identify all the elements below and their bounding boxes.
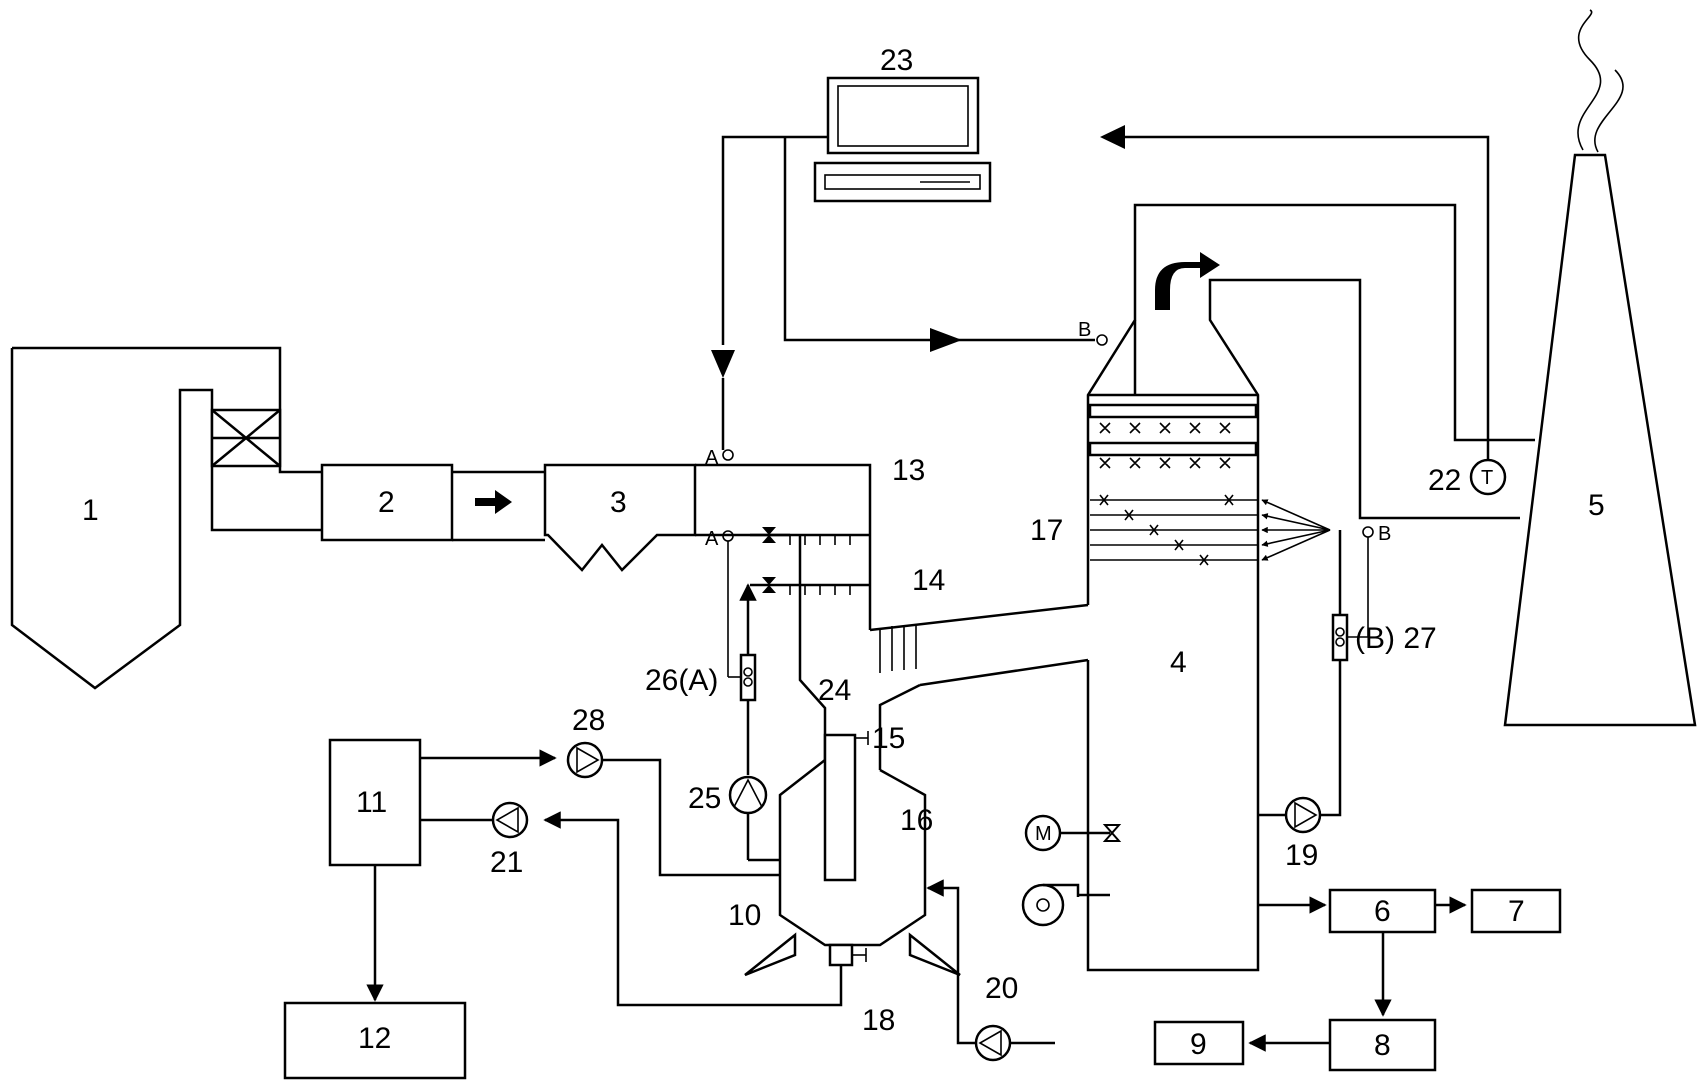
boiler: 1 [10, 346, 322, 690]
pump-20: 20 [974, 972, 1018, 1062]
label-13: 13 [892, 454, 925, 487]
valve-icon [762, 577, 776, 593]
label-15: 15 [872, 722, 905, 755]
signal-arrow-icon [711, 350, 735, 378]
label-7: 7 [1508, 895, 1525, 928]
label-5: 5 [1588, 489, 1605, 522]
pump-21: 21 [490, 801, 529, 879]
label-19: 19 [1285, 839, 1318, 872]
unit-9: 9 [1153, 1020, 1245, 1066]
injection-lances: 13 [750, 454, 925, 595]
label-26: 26(A) [645, 664, 718, 697]
unit-12: 12 [283, 1001, 467, 1080]
computer-icon: 23 [813, 44, 992, 203]
label-28: 28 [572, 704, 605, 737]
pump-19: 19 [1284, 796, 1322, 872]
label-10: 10 [728, 899, 761, 932]
label-2: 2 [378, 486, 395, 519]
spray-header [1261, 499, 1331, 561]
label-8: 8 [1374, 1029, 1391, 1062]
valve-icon [762, 527, 776, 543]
thermometer-22: T 22 [1428, 458, 1507, 497]
label-12: 12 [358, 1022, 391, 1055]
unit-11: 11 [328, 738, 422, 867]
nozzle-bank: 14 [879, 564, 945, 673]
point-a-bottom: A [705, 528, 719, 550]
label-4: 4 [1170, 646, 1187, 679]
signal-arrow-icon [930, 328, 962, 352]
agitator-motor: M [1024, 814, 1122, 852]
label-25: 25 [688, 782, 721, 815]
label-21: 21 [490, 846, 523, 879]
label-17: 17 [1030, 514, 1063, 547]
unit-7: 7 [1470, 888, 1562, 934]
label-3: 3 [610, 486, 627, 519]
label-1: 1 [82, 494, 99, 527]
label-14: 14 [912, 564, 945, 597]
label-16: 16 [900, 804, 933, 837]
label-9: 9 [1190, 1028, 1207, 1061]
outlet-arrow-icon [1155, 252, 1220, 310]
unit-2: 2 [320, 463, 454, 542]
pump-25: 25 [688, 775, 768, 815]
unit-6: 6 [1328, 888, 1437, 934]
label-27: (B) 27 [1355, 622, 1437, 655]
label-11: 11 [356, 786, 387, 819]
label-23: 23 [880, 44, 913, 77]
label-18: 18 [862, 1004, 895, 1037]
smoke-icon [1577, 9, 1624, 153]
pump-28: 28 [566, 704, 605, 779]
electrostatic-precipitator: 3 [543, 463, 697, 572]
unit-8: 8 [1328, 1018, 1437, 1072]
vessel-10: 24 15 16 10 18 [728, 535, 961, 1037]
demister-layer [1099, 422, 1231, 434]
signal-arrow-icon [1100, 125, 1125, 149]
chimney-stack: 5 [1503, 9, 1697, 727]
label-6: 6 [1374, 895, 1391, 928]
spray-layer [1090, 499, 1258, 561]
label-22: 22 [1428, 464, 1461, 497]
motor-symbol: M [1035, 823, 1052, 845]
blower-icon [1021, 883, 1110, 927]
label-20: 20 [985, 972, 1018, 1005]
point-b-right: B [1378, 523, 1391, 545]
point-b-top: B [1078, 319, 1091, 341]
absorber-tower: 4 17 [1030, 203, 1520, 972]
label-24: 24 [818, 674, 851, 707]
flow-arrow-icon [475, 490, 512, 514]
point-a-top: A [705, 447, 719, 469]
valve-icon [1102, 824, 1122, 842]
thermometer-symbol: T [1481, 467, 1493, 489]
